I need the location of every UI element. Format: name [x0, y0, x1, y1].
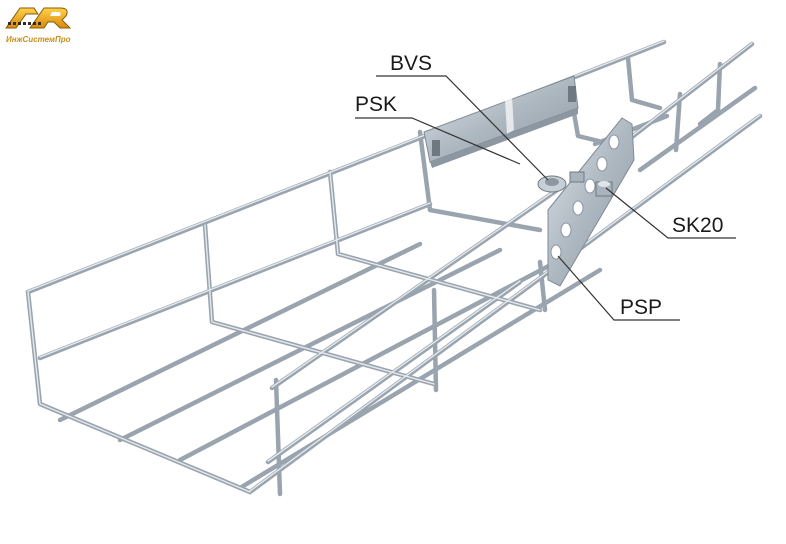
psp-side-plate: [547, 117, 635, 287]
label-psp: PSP: [620, 296, 662, 319]
bvs-bolt: [537, 171, 585, 193]
callout-lines: [355, 75, 736, 321]
wire-mesh-tray: [25, 39, 763, 497]
psk-leader: [355, 117, 521, 165]
sk20-leader: [605, 187, 736, 239]
logo-caption: ИнжСистемПро: [6, 35, 71, 44]
psp-leader: [557, 255, 680, 321]
company-logo: ИнжСистемПро: [5, 7, 72, 44]
psk-connector-plate: [423, 75, 579, 168]
sk20-clamp: [595, 181, 613, 197]
label-psk: PSK: [355, 93, 397, 116]
label-bvs: BVS: [390, 52, 432, 75]
label-sk20: SK20: [672, 214, 723, 237]
bvs-leader: [376, 75, 549, 181]
